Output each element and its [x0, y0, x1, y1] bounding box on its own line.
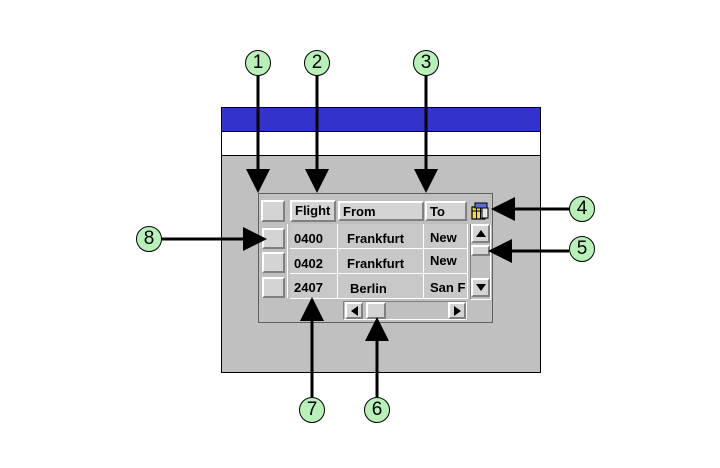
table-cell[interactable]: Frankfurt [338, 224, 424, 249]
arrow-right-icon[interactable] [448, 302, 466, 319]
table-cell[interactable]: 0402 [290, 249, 338, 274]
column-header-to[interactable]: To [425, 201, 467, 221]
table-cell[interactable]: Frankfurt [338, 249, 424, 274]
arrow-left-icon[interactable] [345, 302, 363, 319]
column-header-flight[interactable]: Flight [290, 200, 336, 222]
table-settings-icon[interactable] [469, 200, 491, 222]
row-selector[interactable] [262, 277, 285, 298]
callout-3: 3 [413, 50, 439, 76]
callout-1: 1 [245, 50, 271, 76]
callout-7: 7 [299, 397, 325, 423]
cell-text: Frankfurt [347, 231, 405, 246]
table-cell[interactable]: Berlin [338, 274, 424, 299]
cell-text: 0400 [294, 231, 323, 246]
select-all-button[interactable] [261, 200, 285, 222]
cell-text: Frankfurt [347, 256, 405, 271]
callout-5: 5 [569, 236, 595, 262]
row-selector[interactable] [262, 252, 285, 273]
cell-text: Berlin [350, 281, 387, 296]
arrow-up-icon[interactable] [471, 224, 490, 243]
cell-text: New [430, 253, 457, 268]
table-cell[interactable]: 0400 [290, 224, 338, 249]
cell-text: 2407 [294, 280, 323, 295]
callout-4: 4 [569, 196, 595, 222]
menu-bar [222, 132, 540, 156]
table-cell[interactable]: New [424, 249, 468, 274]
table-cell[interactable]: San F [424, 274, 468, 299]
callout-8: 8 [136, 226, 162, 252]
callout-6: 6 [364, 397, 390, 423]
table-cell[interactable]: 2407 [290, 274, 338, 299]
callout-2: 2 [304, 50, 330, 76]
column-header-from[interactable]: From [338, 201, 424, 221]
table-cell[interactable]: New [424, 224, 468, 249]
cell-text: 0402 [294, 256, 323, 271]
cell-text: New [430, 230, 457, 245]
column-divider [287, 224, 288, 298]
cell-text: San F [430, 280, 466, 295]
arrow-down-icon[interactable] [471, 278, 490, 297]
title-bar[interactable] [222, 108, 540, 132]
